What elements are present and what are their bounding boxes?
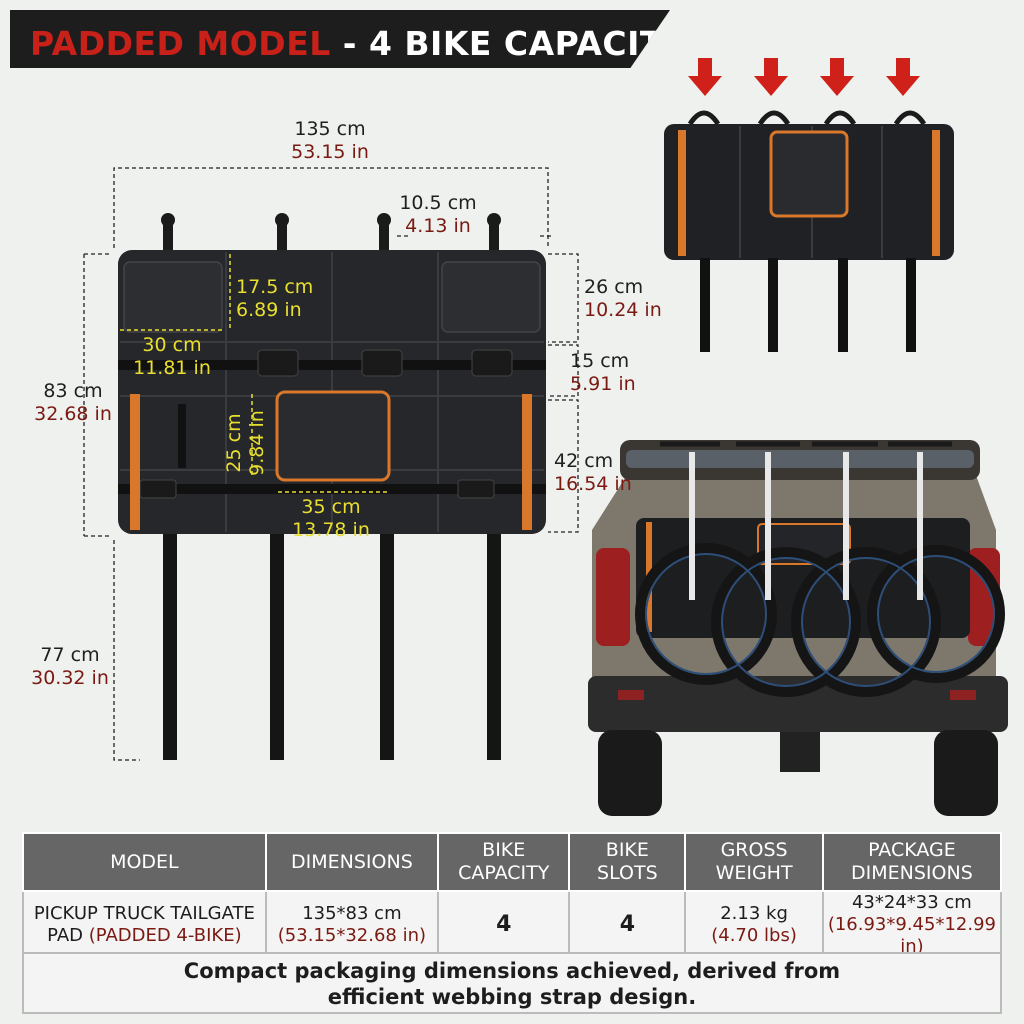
dimensions-cm: 135*83 cm xyxy=(302,903,402,924)
strap-section-cm: 15 cm xyxy=(570,350,630,372)
total-height-cm: 83 cm xyxy=(43,380,103,402)
banner-title: PADDED MODEL - 4 BIKE CAPACITY xyxy=(30,24,688,63)
header-package-dimensions: PACKAGE DIMENSIONS xyxy=(821,832,1003,892)
hook xyxy=(161,213,175,252)
dimension-lines xyxy=(83,167,579,761)
top-hooks xyxy=(161,213,501,252)
bottom-section-in: 16.54 in xyxy=(554,473,632,495)
cell-capacity: 4 xyxy=(437,890,571,960)
spec-table: MODEL DIMENSIONS BIKE CAPACITY BIKE SLOT… xyxy=(22,832,1003,960)
cell-model: PICKUP TRUCK TAILGATE PAD (PADDED 4-BIKE… xyxy=(22,890,267,960)
strap-section-label: 15 cm 5.91 in xyxy=(570,350,636,396)
bottom-section-label: 42 cm 16.54 in xyxy=(554,450,632,496)
header-bike-slots: BIKE SLOTS xyxy=(568,832,687,892)
hook-gap-cm: 10.5 cm xyxy=(399,192,477,214)
pocket-height-in: 6.89 in xyxy=(236,299,302,321)
cell-slots: 4 xyxy=(568,890,687,960)
footnote-line2: efficient webbing strap design. xyxy=(327,985,697,1009)
hook-gap-label: 10.5 cm 4.13 in xyxy=(392,192,484,238)
hook xyxy=(275,213,289,252)
model-line2b: (PADDED 4-BIKE) xyxy=(88,925,242,946)
title-banner: PADDED MODEL - 4 BIKE CAPACITY xyxy=(10,10,670,68)
hook-gap-in: 4.13 in xyxy=(405,215,471,237)
hanging-straps xyxy=(163,530,501,760)
header-bike-capacity: BIKE CAPACITY xyxy=(437,832,571,892)
product-illustration xyxy=(83,58,1008,816)
total-width-in: 53.15 in xyxy=(291,141,369,163)
cell-dimensions: 135*83 cm (53.15*32.68 in) xyxy=(264,890,440,960)
header-dimensions: DIMENSIONS xyxy=(264,832,440,892)
strap-length-in: 30.32 in xyxy=(31,667,109,689)
cell-package: 43*24*33 cm (16.93*9.45*12.99 in) xyxy=(821,890,1003,960)
top-section-cm: 26 cm xyxy=(584,276,644,298)
model-line1: PICKUP TRUCK TAILGATE xyxy=(33,903,255,924)
pocket-height-cm: 17.5 cm xyxy=(236,276,314,298)
hook xyxy=(377,213,391,252)
bag-height-in: 9.84 in xyxy=(246,410,268,476)
footnote: Compact packaging dimensions achieved, d… xyxy=(22,952,1002,1014)
package-in: (16.93*9.45*12.99 in) xyxy=(827,914,996,957)
header-model: MODEL xyxy=(22,832,267,892)
hook xyxy=(487,213,501,252)
bag-height-label: 25 cm 9.84 in xyxy=(223,393,269,493)
bag-width-label: 35 cm 13.78 in xyxy=(286,496,376,542)
package-cm: 43*24*33 cm xyxy=(851,892,972,913)
banner-title-white: - 4 BIKE CAPACITY xyxy=(330,24,688,63)
pocket-width-label: 30 cm 11.81 in xyxy=(130,334,214,380)
total-height-label: 83 cm 32.68 in xyxy=(28,380,118,426)
footnote-line1: Compact packaging dimensions achieved, d… xyxy=(183,959,841,983)
spec-header-row: MODEL DIMENSIONS BIKE CAPACITY BIKE SLOT… xyxy=(22,832,1003,892)
strap-section-in: 5.91 in xyxy=(570,373,636,395)
pocket-width-in: 11.81 in xyxy=(133,357,211,379)
top-section-in: 10.24 in xyxy=(584,299,662,321)
inner-dimension-lines xyxy=(120,254,390,493)
header-gross-weight: GROSS WEIGHT xyxy=(684,832,824,892)
weight-lbs: (4.70 lbs) xyxy=(711,925,797,946)
weight-kg: 2.13 kg xyxy=(720,903,788,924)
bag-width-cm: 35 cm xyxy=(301,496,361,518)
strap-length-label: 77 cm 30.32 in xyxy=(24,644,116,690)
tailgate-pad-flat xyxy=(118,250,546,534)
bag-height-cm: 25 cm xyxy=(223,413,245,473)
pocket-height-label: 17.5 cm 6.89 in xyxy=(236,276,313,322)
bottom-section-cm: 42 cm xyxy=(554,450,614,472)
model-line2a: PAD xyxy=(47,925,89,946)
down-arrows xyxy=(688,58,920,96)
banner-title-red: PADDED MODEL xyxy=(30,24,331,63)
top-section-label: 26 cm 10.24 in xyxy=(584,276,662,322)
truck-with-bikes xyxy=(588,440,1008,816)
spec-data-row: PICKUP TRUCK TAILGATE PAD (PADDED 4-BIKE… xyxy=(22,890,1003,960)
total-width-label: 135 cm 53.15 in xyxy=(270,118,390,164)
strap-length-cm: 77 cm xyxy=(40,644,100,666)
cell-weight: 2.13 kg (4.70 lbs) xyxy=(684,890,824,960)
bag-width-in: 13.78 in xyxy=(292,519,370,541)
total-width-cm: 135 cm xyxy=(294,118,366,140)
total-height-in: 32.68 in xyxy=(34,403,112,425)
dimensions-in: (53.15*32.68 in) xyxy=(277,925,427,946)
pocket-width-cm: 30 cm xyxy=(142,334,202,356)
tailgate-pad-mounted xyxy=(664,110,954,352)
